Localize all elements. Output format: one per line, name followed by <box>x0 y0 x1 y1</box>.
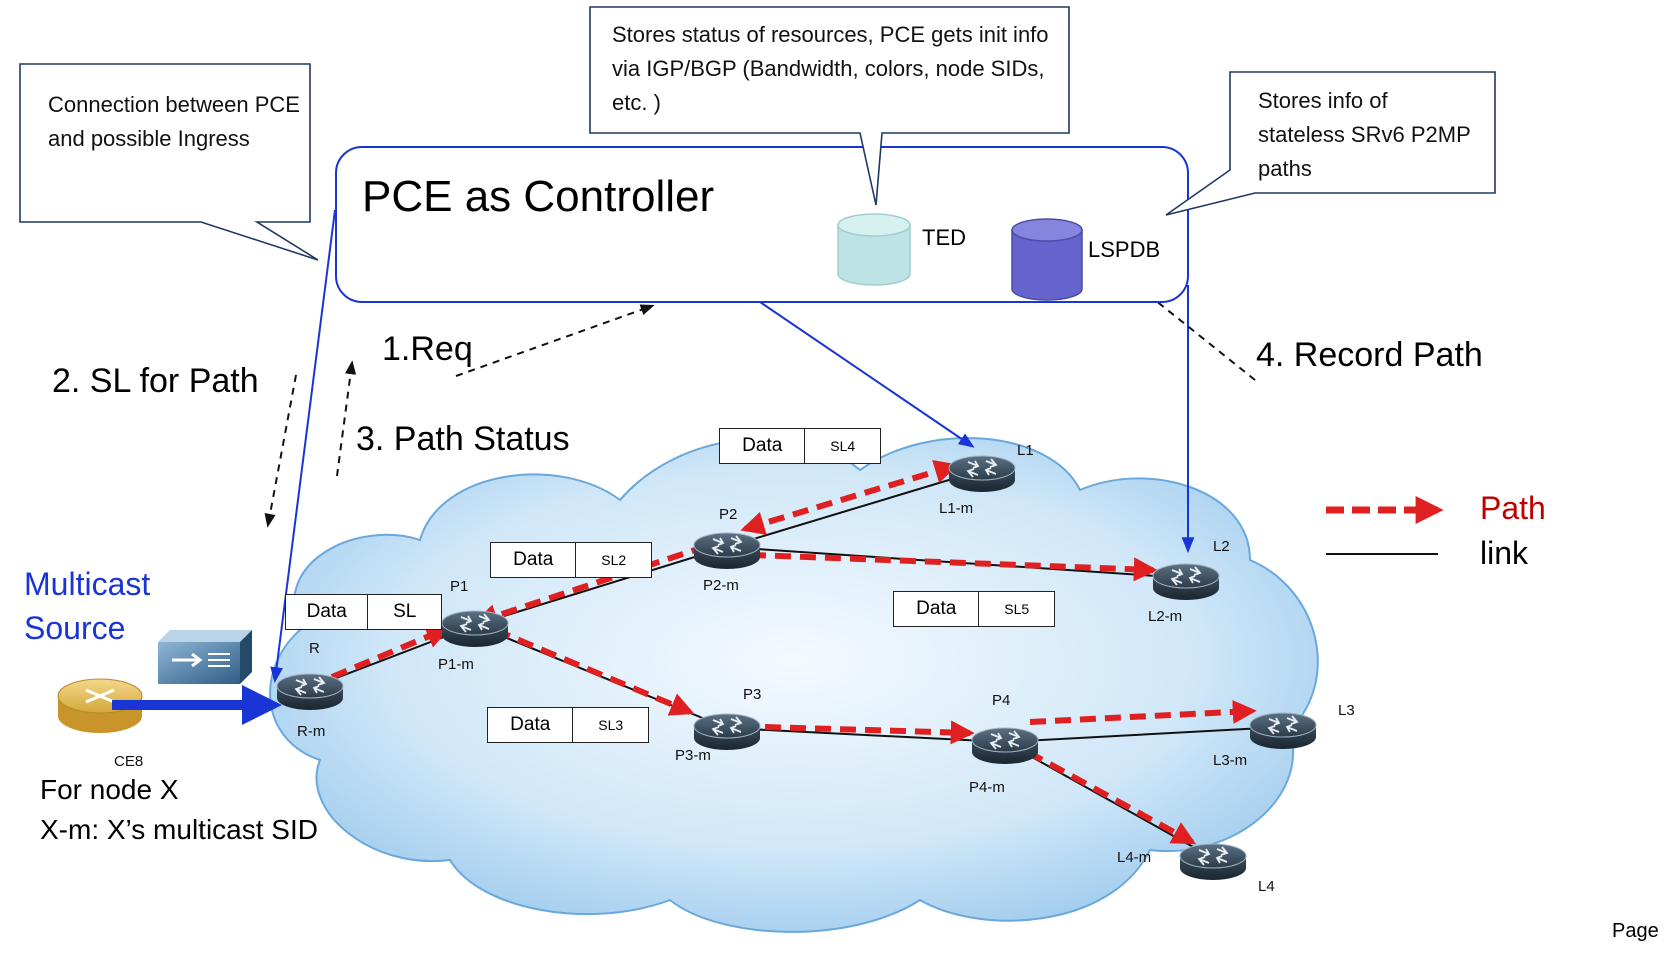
packet-data-label: Data <box>894 592 980 626</box>
node-p2-name: P2 <box>719 506 738 523</box>
router-r-icon <box>276 673 344 711</box>
packet-sl-label: SL2 <box>601 552 627 568</box>
node-l4-sid: L4-m <box>1117 849 1152 866</box>
packet-sl-label: SL3 <box>598 717 624 733</box>
legend-path-label: Path <box>1480 490 1546 526</box>
packet-data-label: Data <box>488 708 574 742</box>
lspdb-label: LSPDB <box>1088 237 1161 262</box>
path-arrows <box>330 460 1257 845</box>
pce-box <box>335 146 1189 303</box>
packet-data-label: Data <box>720 429 806 463</box>
ted-label: TED <box>922 225 966 250</box>
step-sl-for-path: 2. SL for Path <box>52 362 259 400</box>
packet-sl2: Data SL2 <box>490 542 652 578</box>
node-l1-name: L1 <box>1017 442 1034 459</box>
router-p2-icon <box>693 532 761 570</box>
callout-stateless-text: Stores info of stateless SRv6 P2MP paths <box>1258 88 1471 181</box>
node-l3-sid: L3-m <box>1213 752 1248 769</box>
packet-sl-label: SL <box>393 601 417 622</box>
packet-sl-label: SL4 <box>830 438 856 454</box>
node-p2-sid: P2-m <box>703 577 739 594</box>
node-l2-name: L2 <box>1213 538 1230 555</box>
packet-data-label: Data <box>286 595 369 629</box>
node-p1-name: P1 <box>450 578 469 595</box>
node-ce8-name: CE8 <box>114 753 144 770</box>
path-p4-l4 <box>1026 749 1197 845</box>
path-p2-l1 <box>740 460 959 535</box>
router-p1-icon <box>441 610 509 648</box>
node-l2-sid: L2-m <box>1148 608 1183 625</box>
arrow-sl-for-path <box>264 374 297 528</box>
callout-stateless-shape <box>1165 71 1496 216</box>
multicast-switch-icon <box>158 630 252 684</box>
ted-database-icon <box>837 213 911 286</box>
callout-connection-shape <box>19 63 319 261</box>
node-p3-name: P3 <box>743 686 762 703</box>
control-pce-l1 <box>759 301 975 448</box>
pce-title: PCE as Controller <box>362 172 715 221</box>
step-req: 1.Req <box>382 330 473 368</box>
packet-sl3: Data SL3 <box>487 707 649 743</box>
arrow-record-path <box>1122 274 1256 381</box>
packet-data-label: Data <box>491 543 577 577</box>
multicast-source-line2: Source <box>24 610 126 646</box>
packet-sl4: Data SL4 <box>719 428 881 464</box>
node-notation-note: For node X X-m: X’s multicast SID <box>40 770 318 850</box>
router-l4-icon <box>1179 843 1247 881</box>
node-p4-sid: P4-m <box>969 779 1005 796</box>
note-line2: X-m: X’s multicast SID <box>40 814 318 845</box>
step-record-path: 4. Record Path <box>1256 336 1483 374</box>
node-r-name: R <box>309 640 320 657</box>
router-p3-icon <box>693 713 761 751</box>
callout-resources-shape <box>589 6 1070 206</box>
node-l4-name: L4 <box>1258 878 1275 895</box>
arrow-path-status <box>336 360 357 477</box>
note-line1: For node X <box>40 774 179 805</box>
node-p4-name: P4 <box>992 692 1011 709</box>
router-p4-icon <box>971 727 1039 765</box>
link-p4-l3 <box>1004 726 1284 743</box>
callout-connection-text: Connection between PCE and possible Ingr… <box>48 92 300 151</box>
step-path-status: 3. Path Status <box>356 420 570 458</box>
router-l2-icon <box>1152 563 1220 601</box>
legend-link-label: link <box>1480 535 1529 571</box>
node-l3-name: L3 <box>1338 702 1355 719</box>
router-l3-icon <box>1249 712 1317 750</box>
multicast-source-label: Multicast Source <box>24 562 150 650</box>
callout-resources-text: Stores status of resources, PCE gets ini… <box>612 22 1049 115</box>
node-l1-sid: L1-m <box>939 500 974 517</box>
page-footer: Page <box>1612 920 1659 942</box>
lspdb-database-icon <box>1011 218 1083 301</box>
path-p2-l2 <box>695 541 1158 582</box>
multicast-source-line1: Multicast <box>24 566 151 602</box>
path-p4-l3 <box>1029 699 1257 725</box>
packet-sl: Data SL <box>285 594 442 630</box>
step-arrows <box>264 274 1256 528</box>
node-p1-sid: P1-m <box>438 656 474 673</box>
arrow-req <box>455 304 655 377</box>
path-p3-p4 <box>764 720 975 745</box>
path-r-p1 <box>330 625 451 680</box>
path-p1-p2 <box>473 538 723 628</box>
path-p1-p3 <box>493 627 695 716</box>
packet-sl5: Data SL5 <box>893 591 1055 627</box>
node-p3-sid: P3-m <box>675 747 711 764</box>
router-l1-icon <box>948 455 1016 493</box>
node-r-sid: R-m <box>297 723 326 740</box>
packet-sl-label: SL5 <box>1004 601 1030 617</box>
